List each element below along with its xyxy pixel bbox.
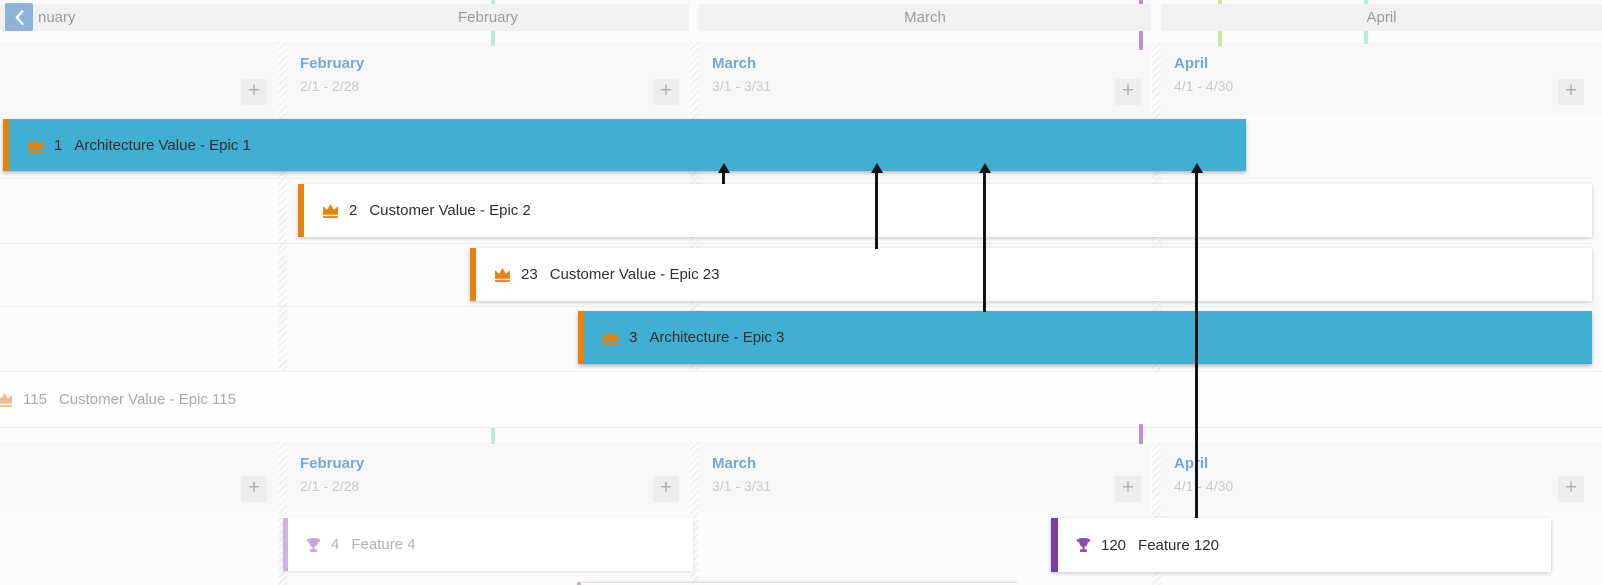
dependency-arrow bbox=[978, 163, 991, 312]
scroll-left-button[interactable] bbox=[5, 3, 33, 31]
column-separator bbox=[1152, 442, 1161, 585]
row-divider bbox=[0, 306, 1593, 307]
add-item-button[interactable]: + bbox=[653, 79, 679, 105]
row-divider bbox=[0, 178, 1593, 179]
month-name: February bbox=[300, 455, 365, 472]
month-name: March bbox=[712, 55, 757, 72]
work-item-id: 4 bbox=[331, 536, 340, 553]
work-item-id: 23 bbox=[521, 266, 538, 283]
milestone-marker-purple bbox=[1139, 424, 1143, 444]
work-item-title: Feature 120 bbox=[1138, 536, 1219, 554]
month-name: April bbox=[1174, 455, 1209, 472]
month-band-february: February bbox=[287, 4, 689, 31]
epic-crown-icon bbox=[494, 267, 511, 282]
dependency-arrow bbox=[1190, 163, 1203, 518]
month-date-range: 2/1 - 2/28 bbox=[300, 78, 360, 94]
month-name: April bbox=[1174, 55, 1209, 72]
work-item-id: 3 bbox=[629, 329, 638, 346]
work-item-id: 115 bbox=[23, 391, 47, 408]
arrowhead-up-icon bbox=[978, 163, 991, 173]
month-band-label: March bbox=[904, 9, 946, 26]
dependency-arrow bbox=[870, 163, 883, 249]
column-separator bbox=[278, 42, 287, 428]
month-band-label: February bbox=[457, 9, 519, 26]
work-item-id: 2 bbox=[349, 202, 358, 219]
row-divider bbox=[0, 243, 1593, 244]
work-item-title: Customer Value - Epic 23 bbox=[549, 266, 720, 283]
month-card-march: March 3/1 - 3/31 + bbox=[699, 442, 1151, 512]
epic-crown-icon bbox=[27, 138, 44, 153]
epic-bar-23[interactable]: 23 Customer Value - Epic 23 bbox=[470, 248, 1592, 301]
month-date-range: 2/1 - 2/28 bbox=[300, 478, 360, 494]
epic-bar-2[interactable]: 2 Customer Value - Epic 2 bbox=[298, 184, 1592, 237]
add-item-button[interactable]: + bbox=[241, 79, 267, 105]
add-item-button[interactable]: + bbox=[653, 476, 679, 502]
month-card-april: April 4/1 - 4/30 + bbox=[1161, 442, 1602, 512]
month-date-range: 3/1 - 3/31 bbox=[712, 478, 772, 494]
month-band-march: March bbox=[699, 4, 1151, 31]
column-separator bbox=[690, 442, 699, 585]
epic-row-115[interactable]: 115 Customer Value - Epic 115 bbox=[0, 371, 1602, 428]
month-name: March bbox=[712, 455, 757, 472]
month-band-january: nuary bbox=[0, 4, 315, 31]
add-item-button[interactable]: + bbox=[241, 476, 267, 502]
feature-trophy-icon bbox=[1076, 537, 1091, 553]
work-item-title: Architecture - Epic 3 bbox=[649, 329, 785, 346]
arrowhead-up-icon bbox=[870, 163, 883, 173]
feature-bar-4[interactable]: 4 Feature 4 bbox=[283, 518, 693, 571]
month-card-february: February 2/1 - 2/28 + bbox=[287, 42, 689, 115]
month-date-range: 4/1 - 4/30 bbox=[1174, 78, 1234, 94]
dependency-arrow bbox=[717, 163, 730, 184]
arrowhead-up-icon bbox=[717, 163, 730, 173]
month-name: February bbox=[300, 55, 365, 72]
column-separator bbox=[278, 442, 287, 585]
epic-bar-1[interactable]: 1 Architecture Value - Epic 1 bbox=[3, 119, 1246, 171]
month-card-january: + bbox=[0, 442, 277, 512]
epic-crown-icon bbox=[322, 203, 339, 218]
month-band-label: nuary bbox=[38, 9, 76, 26]
add-item-button[interactable]: + bbox=[1115, 476, 1141, 502]
month-card-february: February 2/1 - 2/28 + bbox=[287, 442, 689, 512]
month-date-range: 3/1 - 3/31 bbox=[712, 78, 772, 94]
month-band-label: April bbox=[1366, 9, 1397, 26]
work-item-title: Customer Value - Epic 115 bbox=[58, 391, 236, 408]
milestone-marker-teal bbox=[491, 428, 495, 444]
arrowhead-up-icon bbox=[1190, 163, 1203, 173]
add-item-button[interactable]: + bbox=[1558, 476, 1584, 502]
epic-crown-icon bbox=[0, 392, 13, 407]
epic-bar-3[interactable]: 3 Architecture - Epic 3 bbox=[578, 311, 1592, 364]
work-item-id: 120 bbox=[1101, 536, 1127, 554]
month-date-range: 4/1 - 4/30 bbox=[1174, 478, 1234, 494]
add-item-button[interactable]: + bbox=[1558, 79, 1584, 105]
month-card-january: + bbox=[0, 42, 277, 115]
feature-bar-clipped[interactable] bbox=[577, 582, 1018, 585]
work-item-title: Customer Value - Epic 2 bbox=[369, 202, 531, 219]
work-item-title: Architecture Value - Epic 1 bbox=[74, 136, 251, 154]
work-item-id: 1 bbox=[54, 136, 63, 154]
month-card-march: March 3/1 - 3/31 + bbox=[699, 42, 1151, 115]
month-card-april: April 4/1 - 4/30 + bbox=[1161, 42, 1602, 115]
chevron-left-icon bbox=[14, 9, 25, 25]
epic-crown-icon bbox=[602, 330, 619, 345]
month-band-april: April bbox=[1161, 4, 1602, 31]
add-item-button[interactable]: + bbox=[1115, 79, 1141, 105]
feature-bar-120[interactable]: 120 Feature 120 bbox=[1051, 518, 1551, 572]
work-item-title: Feature 4 bbox=[351, 536, 416, 553]
feature-trophy-icon bbox=[306, 537, 321, 553]
